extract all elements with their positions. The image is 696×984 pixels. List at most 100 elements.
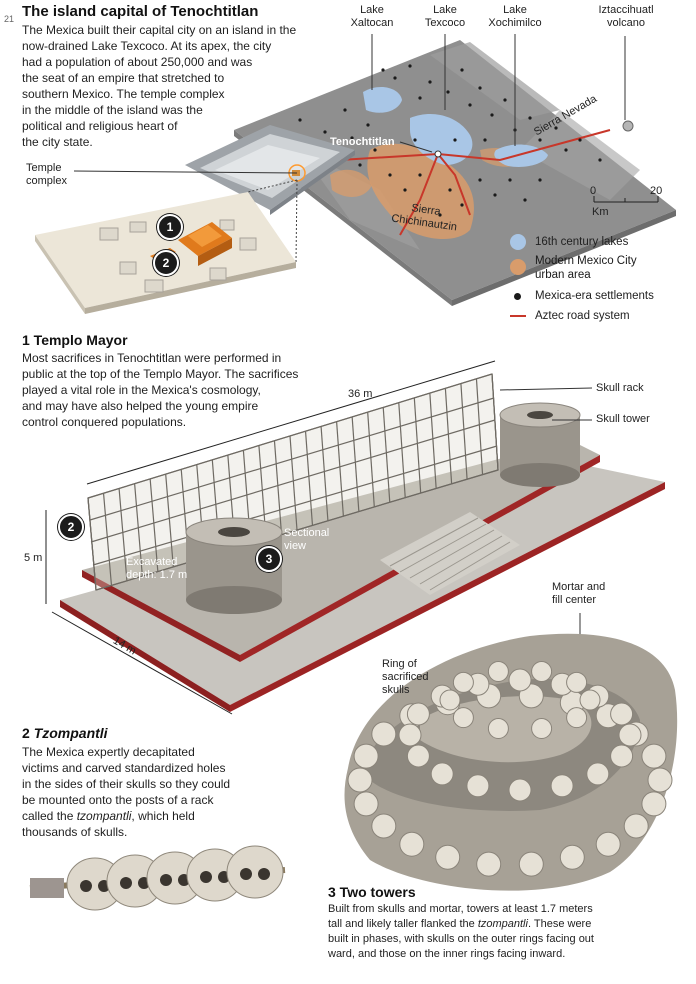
rack-post xyxy=(87,497,97,591)
legend-item-urban: Modern Mexico City urban area xyxy=(510,254,690,282)
skull-shape xyxy=(353,743,379,769)
label-line: fill center xyxy=(552,594,597,606)
skull-shape xyxy=(466,774,490,798)
marker-1: 1 xyxy=(157,214,183,240)
rack-post xyxy=(351,416,360,512)
marker-2-rack: 2 xyxy=(58,514,84,540)
label-skull-tower: Skull tower xyxy=(596,413,650,425)
rack-post xyxy=(320,426,329,521)
section1-line: Most sacrifices in Tenochtitlan were per… xyxy=(22,351,282,365)
rack-post xyxy=(304,431,314,526)
rack-post xyxy=(134,483,143,577)
text-run: tall and likely taller flanked the xyxy=(328,918,478,930)
label-temple-complex: Temple complex xyxy=(26,162,67,188)
rack-post xyxy=(118,488,128,581)
scale-max: 20 xyxy=(650,185,663,197)
text-run: called the xyxy=(22,809,77,823)
section1-heading: 1 Templo Mayor xyxy=(22,332,128,348)
skull-shape xyxy=(371,721,397,747)
skull-shape xyxy=(398,723,422,747)
label-line: volcano xyxy=(607,17,645,29)
label-line: sacrificed xyxy=(382,671,429,683)
rack-post xyxy=(289,435,298,531)
intro-line: the seat of an empire that stretched to xyxy=(22,71,225,85)
section3-text: Built from skulls and mortar, towers at … xyxy=(328,902,678,962)
label-line: Xochimilco xyxy=(488,17,542,29)
page-number: 21 xyxy=(4,14,15,24)
dimension-lines xyxy=(45,360,496,715)
label-line: Mortar and xyxy=(552,581,606,593)
skull-tower-right xyxy=(499,402,581,487)
page-title: The island capital of Tenochtitlan xyxy=(22,3,259,20)
road-line-icon xyxy=(510,315,526,317)
skull-shape xyxy=(647,767,673,793)
skull-shape xyxy=(508,668,532,692)
rack-post xyxy=(398,402,406,498)
rack-post xyxy=(444,388,453,484)
skull-shape xyxy=(641,791,667,817)
skull-eye-shape xyxy=(80,880,92,892)
text-run-italic: tzompantli xyxy=(76,809,132,823)
section3-heading: 3 Two towers xyxy=(328,884,416,900)
rack-post xyxy=(273,440,283,535)
skull-shape xyxy=(595,831,621,857)
skull-shape xyxy=(610,744,634,768)
label-line: Sectional xyxy=(284,527,330,539)
rack-post xyxy=(475,378,484,475)
island-inset xyxy=(185,125,355,215)
label-line: Xaltocan xyxy=(350,17,394,29)
rack-post xyxy=(149,478,159,572)
label-iztaccihuatl-volcano: Iztaccihuatl volcano xyxy=(580,4,672,30)
skull-shape xyxy=(566,707,588,729)
rack-post xyxy=(102,493,113,586)
rack-post xyxy=(382,407,391,503)
legend-item-roads: Aztec road system xyxy=(510,306,690,326)
skull-shape xyxy=(559,844,585,870)
skull-eye-shape xyxy=(200,871,212,883)
skull-shape xyxy=(508,778,532,802)
section1-text: Most sacrifices in Tenochtitlan were per… xyxy=(22,350,342,430)
skull-shape xyxy=(452,671,474,693)
section2-text: The Mexica expertly decapitated victims … xyxy=(22,744,322,840)
marker-3-tower: 3 xyxy=(256,546,282,572)
legend-item-settlements: Mexica-era settlements xyxy=(510,286,690,306)
leader-lines xyxy=(73,34,626,720)
lake-swatch-icon xyxy=(510,234,526,250)
skull-eye-shape xyxy=(258,868,270,880)
skull-shape xyxy=(406,702,430,726)
skull-shape xyxy=(518,851,544,877)
skull-eye-shape xyxy=(240,868,252,880)
label-line: Lake xyxy=(433,4,457,16)
dim-length: 36 m xyxy=(348,388,373,400)
skull-shape xyxy=(452,707,474,729)
skull-shape xyxy=(487,718,509,739)
settlement-dot-icon xyxy=(514,292,521,300)
label-line: complex xyxy=(26,175,67,187)
skull-shape xyxy=(435,844,461,870)
rack-post xyxy=(460,383,468,480)
label-line: Lake xyxy=(360,4,384,16)
skull-shape xyxy=(550,774,574,798)
legend-label: 16th century lakes xyxy=(535,236,629,248)
label-tenochtitlan: Tenochtitlan xyxy=(330,136,395,148)
skull-shape xyxy=(531,661,553,682)
legend-label: Mexica-era settlements xyxy=(535,290,654,302)
label-lake-xaltocan: Lake Xaltocan xyxy=(342,4,402,30)
section1-line: public at the top of the Templo Mayor. T… xyxy=(22,367,299,381)
skull-shape xyxy=(347,767,373,793)
label-lake-xochimilco: Lake Xochimilco xyxy=(482,4,548,30)
skull-shape xyxy=(566,671,588,693)
skull-shape xyxy=(641,743,667,769)
section2-line: be mounted onto the posts of a rack xyxy=(22,793,214,807)
legend-item-lakes: 16th century lakes xyxy=(510,232,690,252)
text-run-italic: tzompantli xyxy=(477,918,528,930)
label-line: Temple xyxy=(26,162,62,174)
intro-line: political and religious heart of xyxy=(22,119,178,133)
skull-eye-shape xyxy=(160,874,172,886)
intro-line: southern Mexico. The temple complex xyxy=(22,87,225,101)
label-line: Iztaccihuatl xyxy=(598,4,654,16)
label-skull-rack: Skull rack xyxy=(596,382,644,394)
section2-word: Tzompantli xyxy=(33,725,108,741)
legend-label: Modern Mexico City urban area xyxy=(535,255,637,281)
